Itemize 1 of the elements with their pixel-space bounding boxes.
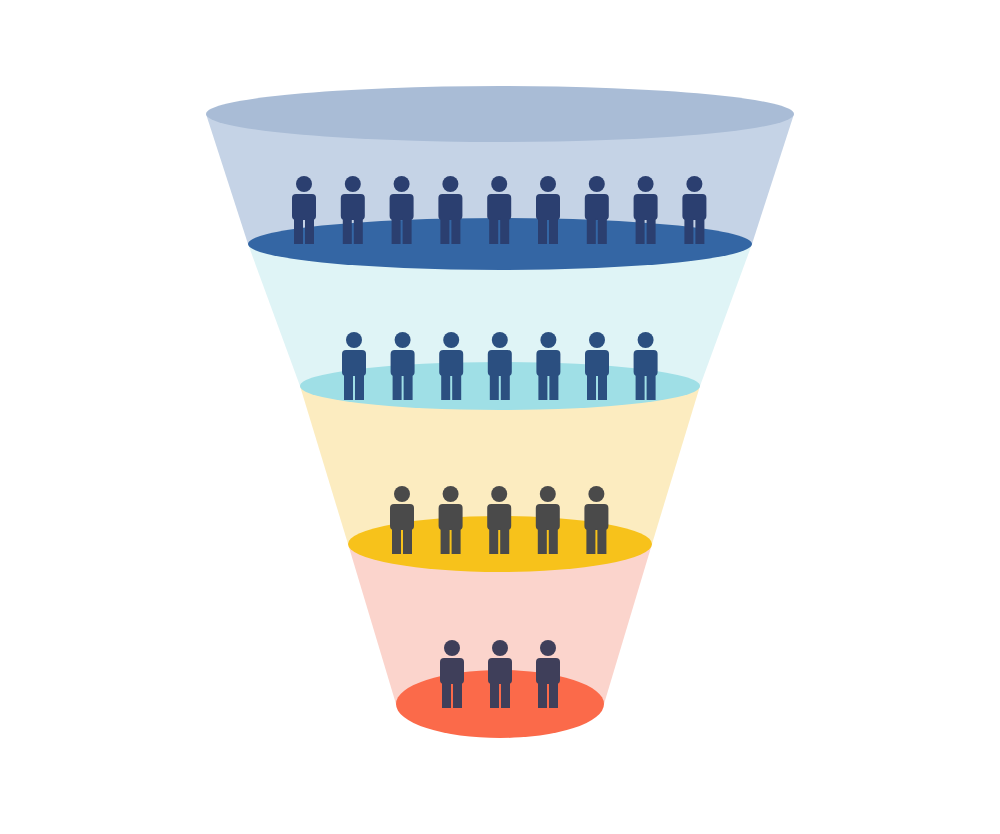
funnel-band (348, 544, 652, 738)
